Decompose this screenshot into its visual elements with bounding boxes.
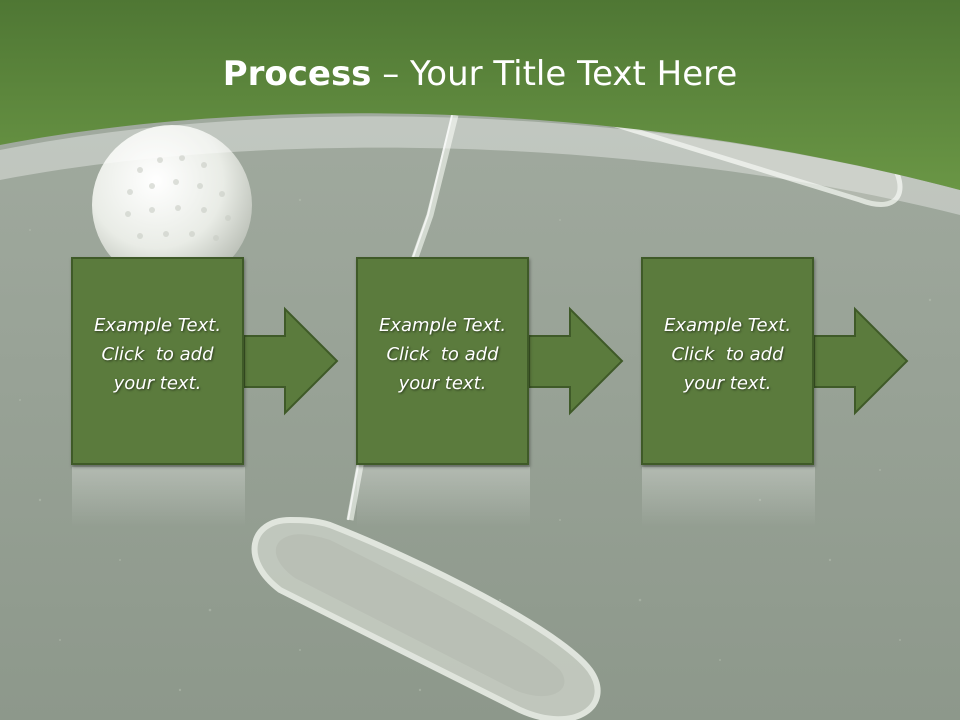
step-1-line-3: your text. <box>113 373 202 394</box>
step-1-line-2: Click to add <box>101 344 214 365</box>
step-2-line-2: Click to add <box>386 344 499 365</box>
step-3-line-1: Example Text. <box>663 315 792 336</box>
arrow-1 <box>243 306 339 416</box>
slide-title[interactable]: Process – Your Title Text Here <box>0 52 960 96</box>
arrow-2 <box>528 306 624 416</box>
step-2-reflection <box>357 467 530 527</box>
golf-ball <box>92 125 252 285</box>
step-2-box[interactable]: Example Text. Click to add your text. <box>356 257 529 465</box>
step-1-line-1: Example Text. <box>93 315 222 336</box>
step-2-line-3: your text. <box>398 373 487 394</box>
step-3-line-3: your text. <box>683 373 772 394</box>
step-3-line-2: Click to add <box>671 344 784 365</box>
grass-texture <box>19 198 932 692</box>
step-1-reflection <box>72 467 245 527</box>
title-rest: – Your Title Text Here <box>371 54 738 94</box>
step-1-text: Example Text. Click to add your text. <box>73 311 242 398</box>
step-3-box[interactable]: Example Text. Click to add your text. <box>641 257 814 465</box>
step-2-line-1: Example Text. <box>378 315 507 336</box>
golf-ball-dimples <box>125 155 231 241</box>
header-glow <box>0 116 960 215</box>
step-3-text: Example Text. Click to add your text. <box>643 311 812 398</box>
step-3-reflection <box>642 467 815 527</box>
title-bold: Process <box>222 54 372 94</box>
step-2-text: Example Text. Click to add your text. <box>358 311 527 398</box>
header-banner <box>0 0 960 190</box>
arrow-3 <box>813 306 909 416</box>
step-1-box[interactable]: Example Text. Click to add your text. <box>71 257 244 465</box>
